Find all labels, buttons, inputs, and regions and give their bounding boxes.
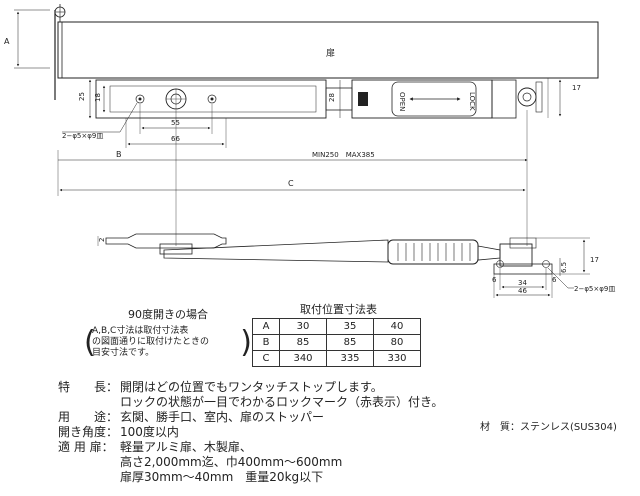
table-cell: 40	[373, 318, 421, 335]
table-row: A 30 35 40	[252, 318, 421, 335]
dim-34: 34	[518, 279, 527, 287]
dim-17-bottom: 17	[590, 256, 599, 264]
feature-key: 適 用 扉：	[58, 440, 114, 454]
table-cell: 335	[326, 350, 374, 367]
dim-28: 28	[328, 93, 336, 102]
hole-callout-top: 2−φ5×φ9皿	[62, 102, 138, 140]
dim-6-left: 6	[492, 276, 497, 284]
table-row: B 85 85 80	[252, 334, 421, 351]
feature-key: 開き角度：	[58, 425, 119, 439]
feature-row: 特 長：開閉はどの位置でもワンタッチストップします。	[58, 380, 443, 395]
paren-right-glyph: )	[240, 325, 252, 360]
feature-row: 開き角度：100度以内	[58, 425, 443, 440]
feature-key: 用 途：	[58, 410, 119, 424]
lock-lock-text: LOCK	[468, 92, 476, 111]
dimension-note: ( A,B,C寸法は取付寸法表 の図面通りに取付けたときの 目安寸法です。 )	[84, 326, 252, 360]
door-label: 扉	[326, 47, 335, 59]
spec-table-title: 取付位置寸法表	[300, 303, 377, 316]
hole-top-label: 2−φ5×φ9皿	[62, 132, 103, 140]
feature-value: 開閉はどの位置でもワンタッチストップします。	[120, 380, 383, 394]
mount-bracket	[95, 79, 327, 119]
bottom-dims: 6 34 46 6 6.5 17 2−φ5×φ9皿	[492, 237, 615, 298]
dim-17-top: 17	[572, 84, 581, 92]
note-line-1: A,B,C寸法は取付寸法表	[92, 326, 189, 336]
table-cell: 85	[279, 334, 327, 351]
arm-top: 28 OPEN LOCK 17	[325, 78, 581, 119]
feature-value: 100度以内	[120, 425, 179, 439]
feature-value: 扉厚30mm～40mm 重量20kg以下	[120, 470, 324, 484]
feature-value: 玄関、勝手口、室内、扉のストッパー	[120, 410, 325, 424]
feature-row: 適 用 扉： 軽量アルミ扉、木製扉、	[58, 440, 443, 455]
feature-value: ロックの状態が一目でわかるロックマーク（赤表示）付き。	[120, 395, 444, 409]
table-row: C 340 335 330	[252, 350, 421, 367]
feature-key	[58, 470, 120, 485]
row-header: B	[252, 334, 280, 351]
dim-66: 66	[171, 135, 180, 143]
table-cell: 35	[326, 318, 374, 335]
pivot-marker	[54, 6, 66, 18]
feature-row: 扉厚30mm～40mm 重量20kg以下	[58, 470, 443, 485]
side-view: 2	[97, 233, 553, 275]
dim-65: 6.5	[560, 262, 568, 273]
dim-c-label: C	[288, 179, 294, 188]
table-cell: 340	[279, 350, 327, 367]
dim-a: A	[4, 9, 50, 69]
dim-25: 25	[78, 92, 86, 101]
table-cell: 80	[373, 334, 421, 351]
dim-2: 2	[98, 238, 106, 242]
hole-bottom-label: 2−φ5×φ9皿	[574, 285, 615, 293]
spec-table: A 30 35 40 B 85 85 80 C 340 335 330	[252, 318, 421, 367]
row-header: C	[252, 350, 280, 367]
feature-key	[58, 455, 120, 470]
dim-25-18: 25 18	[78, 79, 106, 119]
lock-open-text: OPEN	[398, 92, 406, 111]
dim-b: B MIN250 MAX385	[58, 150, 528, 162]
caption-90deg: 90度開きの場合	[128, 308, 208, 321]
material-label: 材 質：ステンレス(SUS304)	[480, 422, 617, 433]
row-header: A	[252, 318, 280, 335]
technical-drawing: 扉 A 25 18 55	[4, 4, 615, 298]
feature-list: 特 長：開閉はどの位置でもワンタッチストップします。 ロックの状態が一目でわかる…	[58, 380, 443, 485]
range-label: MIN250 MAX385	[312, 151, 375, 159]
dim-18: 18	[94, 93, 102, 102]
note-line-3: 目安寸法です。	[92, 348, 155, 358]
feature-value: 高さ2,000mm迄、巾400mm～600mm	[120, 455, 343, 469]
dim-c: C	[57, 110, 528, 246]
dim-a-label: A	[4, 37, 10, 46]
feature-value: 軽量アルミ扉、木製扉、	[120, 440, 252, 454]
feature-row: ロックの状態が一目でわかるロックマーク（赤表示）付き。	[58, 395, 443, 410]
table-cell: 330	[373, 350, 421, 367]
table-cell: 85	[326, 334, 374, 351]
note-line-2: の図面通りに取付けたときの	[92, 337, 210, 347]
dim-46: 46	[518, 287, 527, 295]
feature-row: 高さ2,000mm迄、巾400mm～600mm	[58, 455, 443, 470]
table-cell: 30	[279, 318, 327, 335]
paren-left-glyph: (	[84, 325, 96, 360]
feature-key	[58, 395, 120, 410]
feature-row: 用 途：玄関、勝手口、室内、扉のストッパー	[58, 410, 443, 425]
dim-b-label: B	[116, 150, 122, 159]
dim-6-right: 6	[552, 276, 557, 284]
door-panel: 扉	[54, 4, 599, 100]
feature-key: 特 長：	[58, 380, 119, 394]
grip-ridges	[397, 243, 471, 261]
dim-55: 55	[171, 119, 180, 127]
